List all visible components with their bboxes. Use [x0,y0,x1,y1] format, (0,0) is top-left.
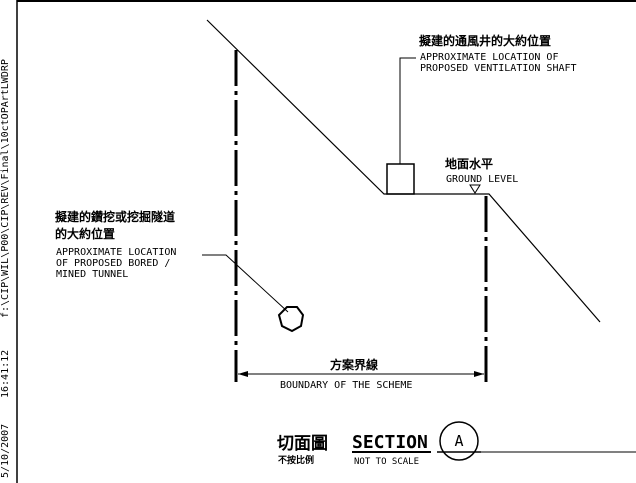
boundary-arrow-left [238,371,248,377]
shaft-label-cn: 擬建的通風井的大約位置 [419,33,551,48]
scale-note-cn: 不按比例 [278,454,314,466]
shaft-label-en-1: APPROXIMATE LOCATION OF [420,52,558,63]
shaft-leader-line [399,57,416,164]
boundary-label-en: BOUNDARY OF THE SCHEME [280,380,412,391]
tunnel-shape [277,306,305,333]
tunnel-label-en-2: OF PROPOSED BORED / [56,258,170,269]
ground-profile-line [206,19,601,323]
ventilation-shaft [386,163,415,195]
ground-label-cn: 地面水平 [445,156,493,171]
section-bubble [439,421,479,461]
boundary-label-cn: 方案界線 [330,357,378,372]
ground-label-en: GROUND LEVEL [446,174,518,185]
tunnel-label-en-1: APPROXIMATE LOCATION [56,247,176,258]
section-title-cn: 切面圖 [277,434,328,454]
boundary-arrow-right [474,371,484,377]
tunnel-label-cn-1: 擬建的鑽挖或挖掘隧道 [55,209,175,224]
ground-level-marker [469,184,481,194]
tunnel-leader-line [202,254,289,313]
tunnel-label-en-3: MINED TUNNEL [56,269,128,280]
section-id: A [454,432,463,450]
tunnel-label-cn-2: 的大約位置 [55,226,115,241]
section-title-en: SECTION [352,432,428,453]
scale-note-en: NOT TO SCALE [354,457,419,467]
shaft-label-en-2: PROPOSED VENTILATION SHAFT [420,63,577,74]
